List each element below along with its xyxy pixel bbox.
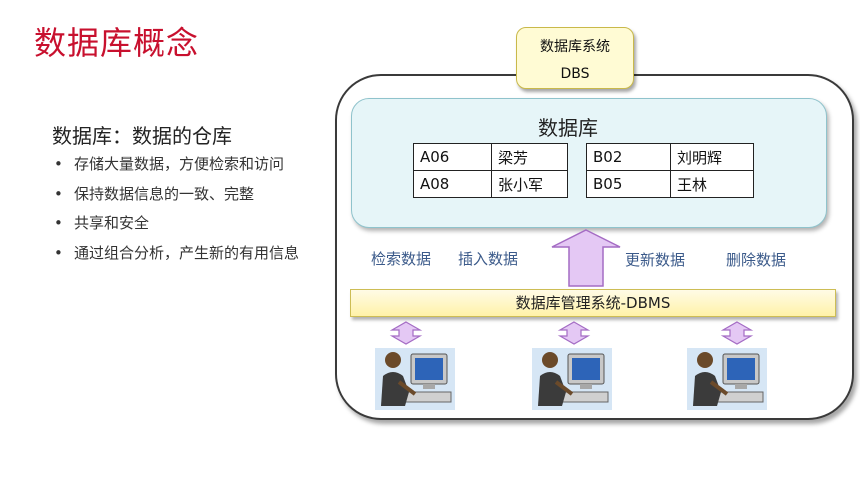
intro-subtitle: 数据库：数据的仓库 <box>52 124 232 148</box>
double-arrow-icon <box>557 321 591 345</box>
dbms-bar: 数据库管理系统-DBMS <box>350 289 836 317</box>
op-delete: 删除数据 <box>726 251 787 269</box>
record-table-left: A06 梁芳 A08 张小军 <box>413 143 568 198</box>
computer-user-icon <box>687 348 767 410</box>
up-arrow-icon <box>551 229 621 287</box>
database-label: 数据库 <box>538 116 598 140</box>
table-cell: 王林 <box>670 170 754 198</box>
slide-title: 数据库概念 <box>34 24 200 62</box>
computer-user-icon <box>375 348 455 410</box>
record-table-right: B02 刘明辉 B05 王林 <box>586 143 754 198</box>
table-cell: 张小军 <box>491 170 568 198</box>
bullet-item: •通过组合分析，产生新的有用信息 <box>54 243 300 262</box>
op-update: 更新数据 <box>625 251 686 269</box>
bullet-list: •存储大量数据，方便检索和访问 •保持数据信息的一致、完整 •共享和安全 •通过… <box>54 154 299 272</box>
dbs-label-box: 数据库系统 DBS <box>516 27 634 89</box>
bullet-item: •保持数据信息的一致、完整 <box>54 184 255 203</box>
double-arrow-icon <box>720 321 754 345</box>
op-insert: 插入数据 <box>458 250 519 268</box>
table-cell: A08 <box>413 170 492 198</box>
op-retrieve: 检索数据 <box>371 250 432 268</box>
bullet-item: •存储大量数据，方便检索和访问 <box>54 155 285 173</box>
double-arrow-icon <box>389 321 423 345</box>
table-cell: B05 <box>586 170 671 198</box>
computer-user-icon <box>532 348 612 410</box>
dbs-label-line1: 数据库系统 <box>540 39 610 55</box>
bullet-item: •共享和安全 <box>54 214 150 232</box>
table-cell: 梁芳 <box>491 143 568 171</box>
dbs-label-line2: DBS <box>560 66 590 82</box>
table-cell: A06 <box>413 143 492 171</box>
table-row: B05 王林 <box>586 170 754 198</box>
table-row: A06 梁芳 <box>413 143 568 171</box>
table-row: A08 张小军 <box>413 170 568 198</box>
